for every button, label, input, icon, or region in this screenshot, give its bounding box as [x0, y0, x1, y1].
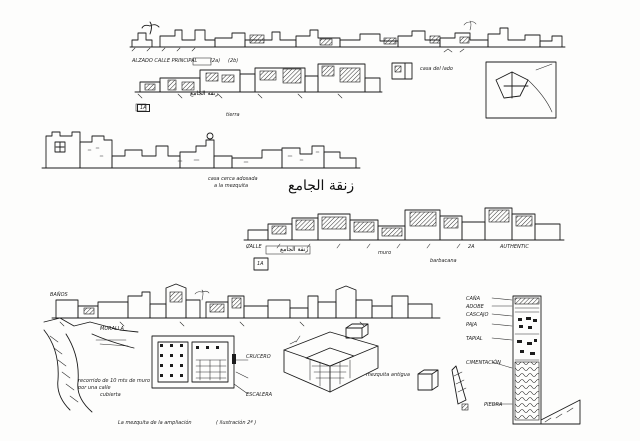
elevation-1-label-2b: (2b) [228, 58, 239, 64]
roof-courtyard-sketch [283, 323, 379, 393]
detail-note-3: cubierta [100, 392, 121, 398]
detail-note-1: recorrido de 10 mts de muro [78, 378, 151, 384]
elevation-2-note-2: a la mezquita [214, 183, 249, 189]
arabic-street-name-small-2: زنقة الجامع [280, 246, 309, 253]
detail-label-banos: BAÑOS [50, 292, 68, 298]
elevation-2-skyline [41, 131, 361, 169]
elevation-3-skyline [243, 207, 565, 271]
elevation-1-skyline [129, 20, 566, 52]
elevation-3-note-barbacana: barbacana [430, 258, 457, 264]
wall-label-piedra: PIEDRA [484, 402, 503, 408]
wall-section [491, 295, 581, 425]
wall-label-tapial: TAPIAL [466, 336, 483, 342]
wall-label-adobe: ADOBE [466, 304, 484, 310]
detail-note-2: por una calle [78, 385, 111, 391]
elevation-1-label-2a: (2a) [210, 58, 221, 64]
roof-sketch-caption: mezquita antigua [366, 372, 410, 378]
elevation-1-label-main: ALZADO CALLE PRINCIPAL [132, 58, 198, 64]
small-sketches [417, 365, 469, 411]
elevation-1-note-tierra: tierra [226, 112, 240, 118]
detail-label-muralla: MURALLA [100, 326, 124, 332]
mosque-plan-caption: ( ilustración 2ª ) [216, 420, 257, 426]
elevation-1-tag: 1A [137, 104, 150, 112]
terrain-section [43, 317, 139, 413]
elevation-3-label-1a: 1A [257, 261, 264, 267]
mosque-plan [151, 335, 249, 395]
elevation-3-label-authentic: AUTHENTIC [500, 244, 529, 250]
elevation-2-note-1: casa cerca adosada [208, 176, 258, 182]
elevation-3-label-2a: 2A [468, 244, 475, 250]
elevation-3-label-calle: CALLE [246, 244, 262, 250]
wall-label-cascajo: CASCAJO [466, 312, 489, 318]
elevation-1-note-casa: casa del lado [420, 66, 453, 72]
top-right-details [391, 48, 557, 119]
elevation-3-note-muro: muro [378, 250, 392, 256]
elevation-1b-houses [134, 57, 383, 112]
arabic-street-name-small-1: زنقة الجامع [190, 90, 219, 97]
wall-label-paja: PAJA [466, 322, 478, 328]
mosque-plan-note-crucero: CRUCERO [246, 354, 271, 360]
wall-note-cimentacion: CIMENTACIÓN [466, 360, 501, 366]
mosque-plan-note-escalera: ESCALERA [246, 392, 273, 398]
elevation-4-skyline [51, 283, 441, 327]
arabic-street-name-large: زنقة الجامع [288, 178, 355, 194]
mosque-plan-title: La mezquita de la ampliación [118, 420, 192, 426]
wall-label-cana: CAÑA [466, 296, 481, 302]
